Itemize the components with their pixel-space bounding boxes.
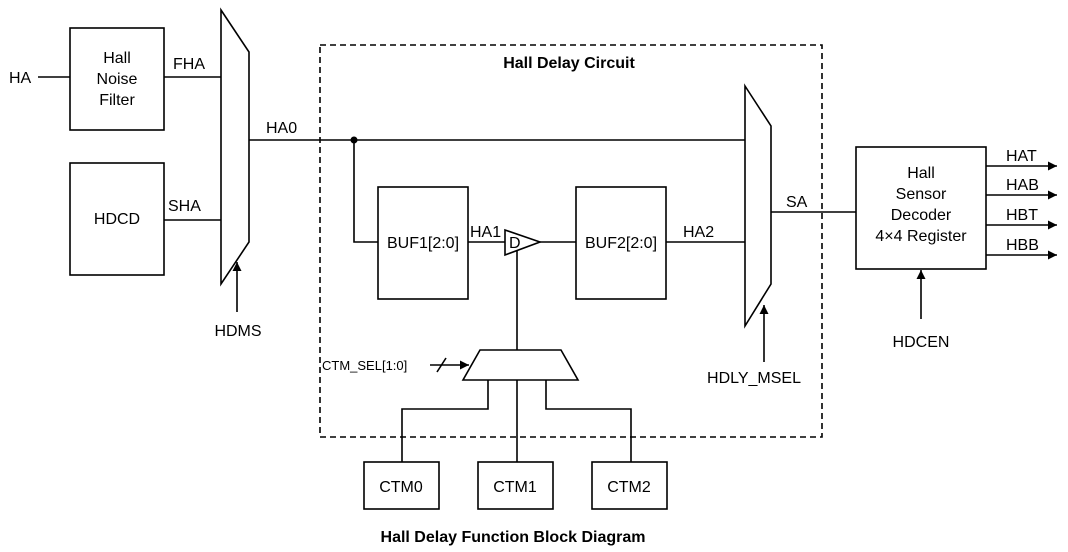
wire-ha0-to-buf1: [353, 140, 378, 243]
ctm0-block: [363, 461, 440, 510]
wire-ctm2: [545, 380, 632, 462]
signal-hdms-label: HDMS: [214, 323, 261, 340]
decoder-line-2: Sensor: [896, 186, 947, 203]
diagram-caption: Hall Delay Function Block Diagram: [381, 529, 646, 546]
signal-hat-label: HAT: [1006, 148, 1037, 165]
noise-filter-line-1: Hall: [103, 50, 131, 67]
signal-sa-label: SA: [786, 194, 808, 211]
signal-hdcen-label: HDCEN: [893, 334, 950, 351]
buf2-label: BUF2[2:0]: [585, 235, 657, 252]
ctm2-label: CTM2: [607, 479, 651, 496]
hall-noise-filter-block: [69, 27, 165, 131]
buf1-block: [377, 186, 469, 300]
signal-hdly-msel-label: HDLY_MSEL: [707, 370, 801, 387]
noise-filter-line-3: Filter: [99, 92, 135, 109]
wire-ctm0: [401, 380, 489, 462]
hall-delay-circuit-title: Hall Delay Circuit: [503, 55, 635, 72]
noise-filter-line-2: Noise: [97, 71, 138, 88]
signal-hab-label: HAB: [1006, 177, 1039, 194]
signal-fha-label: FHA: [173, 56, 205, 73]
buf1-label: BUF1[2:0]: [387, 235, 459, 252]
ctm-mux: [461, 349, 580, 381]
decoder-line-4: 4×4 Register: [875, 228, 967, 245]
signal-sha-label: SHA: [168, 198, 201, 215]
ctm2-block: [591, 461, 668, 510]
buf2-block: [575, 186, 667, 300]
hdcd-block: [69, 162, 165, 276]
hall-sensor-decoder-block: [855, 146, 987, 270]
signal-ha1-label: HA1: [470, 224, 501, 241]
ctm1-block: [477, 461, 554, 510]
delay-buffer-label: D: [509, 235, 521, 252]
signal-hbb-label: HBB: [1006, 237, 1039, 254]
signal-hbt-label: HBT: [1006, 207, 1038, 224]
decoder-line-3: Decoder: [891, 207, 952, 224]
bus-slash: [436, 357, 447, 373]
hdcd-label: HDCD: [94, 211, 140, 228]
ctm1-label: CTM1: [493, 479, 537, 496]
signal-ha-label: HA: [9, 70, 32, 87]
signal-ctm-sel-label: CTM_SEL[1:0]: [322, 358, 407, 373]
signal-ha0-label: HA0: [266, 120, 297, 137]
ctm0-label: CTM0: [379, 479, 423, 496]
delay-buffer-d: [504, 228, 543, 257]
input-mux: [220, 7, 250, 287]
hall-delay-circuit-boundary: [319, 44, 823, 438]
signal-ha2-label: HA2: [683, 224, 714, 241]
decoder-line-1: Hall: [907, 165, 935, 182]
hdly-output-mux: [744, 83, 772, 329]
